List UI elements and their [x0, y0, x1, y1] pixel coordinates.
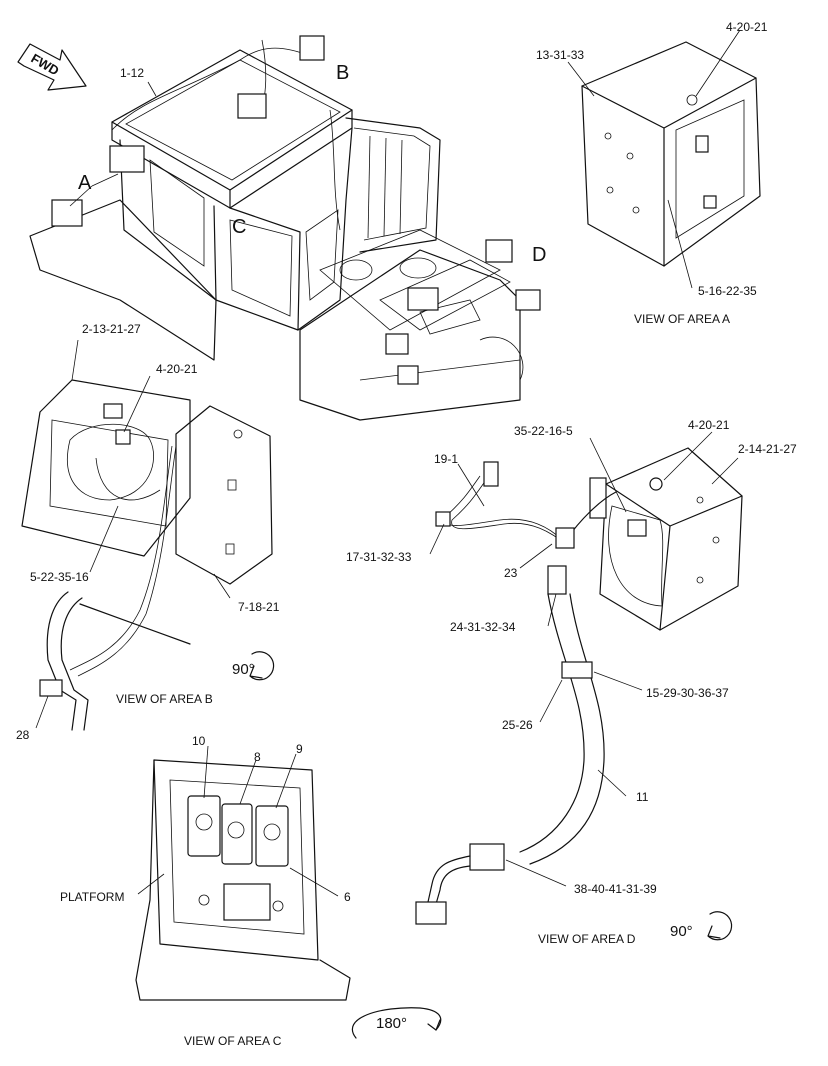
component-platform-2 [385, 333, 409, 355]
callout-13-31-33: 13-31-33 [536, 48, 585, 62]
callout-38-40-41-31-39: 38-40-41-31-39 [574, 882, 657, 896]
area-c-marker: C [232, 216, 247, 238]
callout-7-18-21: 7-18-21 [238, 600, 280, 614]
component-a-cab [109, 145, 145, 173]
callout-5-22-35-16: 5-22-35-16 [30, 570, 89, 584]
area-a-marker: A [78, 172, 92, 194]
callout-5-16-22-35: 5-16-22-35 [698, 284, 757, 298]
component-b-top [299, 35, 325, 61]
callout-35-22-16-5: 35-22-16-5 [514, 424, 573, 438]
callout-17-31-32-33: 17-31-32-33 [346, 550, 412, 564]
view-area-d-drawing [415, 431, 743, 941]
callout-15-29-30-36-37: 15-29-30-36-37 [646, 686, 729, 700]
callout-4-20-21-d: 4-20-21 [688, 418, 730, 432]
view-area-b-caption: VIEW OF AREA B [116, 692, 213, 706]
component-d [485, 239, 513, 263]
component-b-lamp [237, 93, 267, 119]
callout-28: 28 [16, 728, 30, 742]
view-area-c-caption: VIEW OF AREA C [184, 1034, 282, 1048]
view-area-c-drawing [135, 745, 442, 1039]
area-b-marker: B [336, 62, 350, 84]
callout-8: 8 [254, 750, 261, 764]
callout-19-1: 19-1 [434, 452, 459, 466]
view-area-d-caption: VIEW OF AREA D [538, 932, 636, 946]
callout-4-20-21-b: 4-20-21 [156, 362, 198, 376]
component-platform-3 [397, 365, 419, 385]
rotation-180-c: 180° [376, 1015, 408, 1032]
view-area-a-drawing [567, 29, 761, 289]
rotation-90-b: 90° [232, 661, 255, 678]
component-d-2 [515, 289, 541, 311]
component-a [51, 199, 83, 227]
rotation-90-d: 90° [670, 923, 693, 940]
callout-24-31-32-34: 24-31-32-34 [450, 620, 516, 634]
callout-4-20-21-a: 4-20-21 [726, 20, 768, 34]
callout-6: 6 [344, 890, 351, 904]
callout-9: 9 [296, 742, 303, 756]
callout-2-14-21-27: 2-14-21-27 [738, 442, 797, 456]
callout-1-12: 1-12 [120, 66, 145, 80]
callout-10: 10 [192, 734, 206, 748]
callout-25-26: 25-26 [502, 718, 533, 732]
callout-23: 23 [504, 566, 518, 580]
area-d-marker: D [532, 244, 547, 266]
callout-2-13-21-27: 2-13-21-27 [82, 322, 141, 336]
fwd-arrow-icon [17, 43, 87, 91]
view-area-b-drawing [21, 339, 275, 731]
platform-label: PLATFORM [60, 890, 125, 904]
component-platform-1 [407, 287, 439, 311]
view-area-a-caption: VIEW OF AREA A [634, 312, 731, 326]
cab-assembly-drawing [17, 35, 541, 421]
callout-11: 11 [636, 790, 649, 804]
